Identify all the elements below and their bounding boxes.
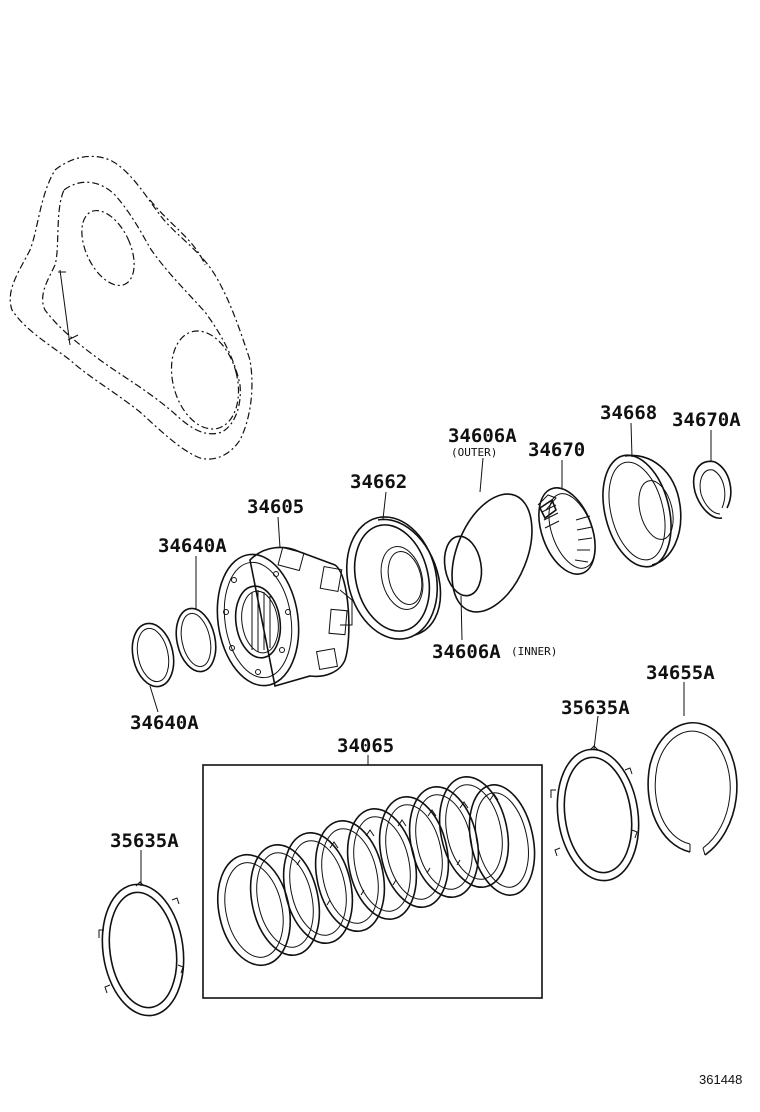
- part-35635a-pressure-plate-left: [98, 881, 185, 1017]
- part-34606a-outer-seal: [451, 493, 533, 613]
- part-34668-drum-cover: [602, 454, 682, 568]
- part-34606a-inner-seal: [443, 535, 483, 597]
- label-34668: 34668: [600, 402, 657, 424]
- label-34606a-inner-note: (INNER): [511, 645, 557, 658]
- part-34662-piston: [345, 516, 442, 640]
- label-34605: 34605: [247, 496, 304, 518]
- transmission-case: [9, 155, 253, 460]
- label-35635a-right: 35635A: [561, 697, 630, 719]
- label-34640a-top: 34640A: [158, 535, 227, 557]
- part-34670-spring-retainer: [537, 487, 596, 575]
- label-35635a-left: 35635A: [110, 830, 179, 852]
- label-34606a-outer: 34606A: [448, 425, 517, 447]
- label-34640a-bottom: 34640A: [130, 712, 199, 734]
- part-34640a-snap-ring-upper: [175, 607, 217, 673]
- part-labels: 34605 34640A 34640A 34662 34606A (OUTER)…: [110, 402, 742, 1087]
- label-34606a-inner: 34606A: [432, 641, 501, 663]
- part-34655a-snap-ring: [647, 722, 738, 856]
- label-34655a: 34655A: [646, 662, 715, 684]
- part-34605-clutch-drum: [216, 546, 353, 688]
- part-34670a-snap-ring: [693, 460, 732, 519]
- leader-lines: [140, 422, 712, 886]
- label-34662: 34662: [350, 471, 407, 493]
- part-35635a-pressure-plate-right: [550, 745, 640, 882]
- label-34670a: 34670A: [672, 409, 741, 431]
- part-34065-clutch-pack-kit: [202, 764, 543, 999]
- label-34065: 34065: [337, 735, 394, 757]
- diagram-number: 361448: [699, 1072, 742, 1087]
- part-34640a-snap-ring-lower: [131, 622, 175, 688]
- label-34606a-outer-note: (OUTER): [451, 446, 497, 459]
- label-34670: 34670: [528, 439, 585, 461]
